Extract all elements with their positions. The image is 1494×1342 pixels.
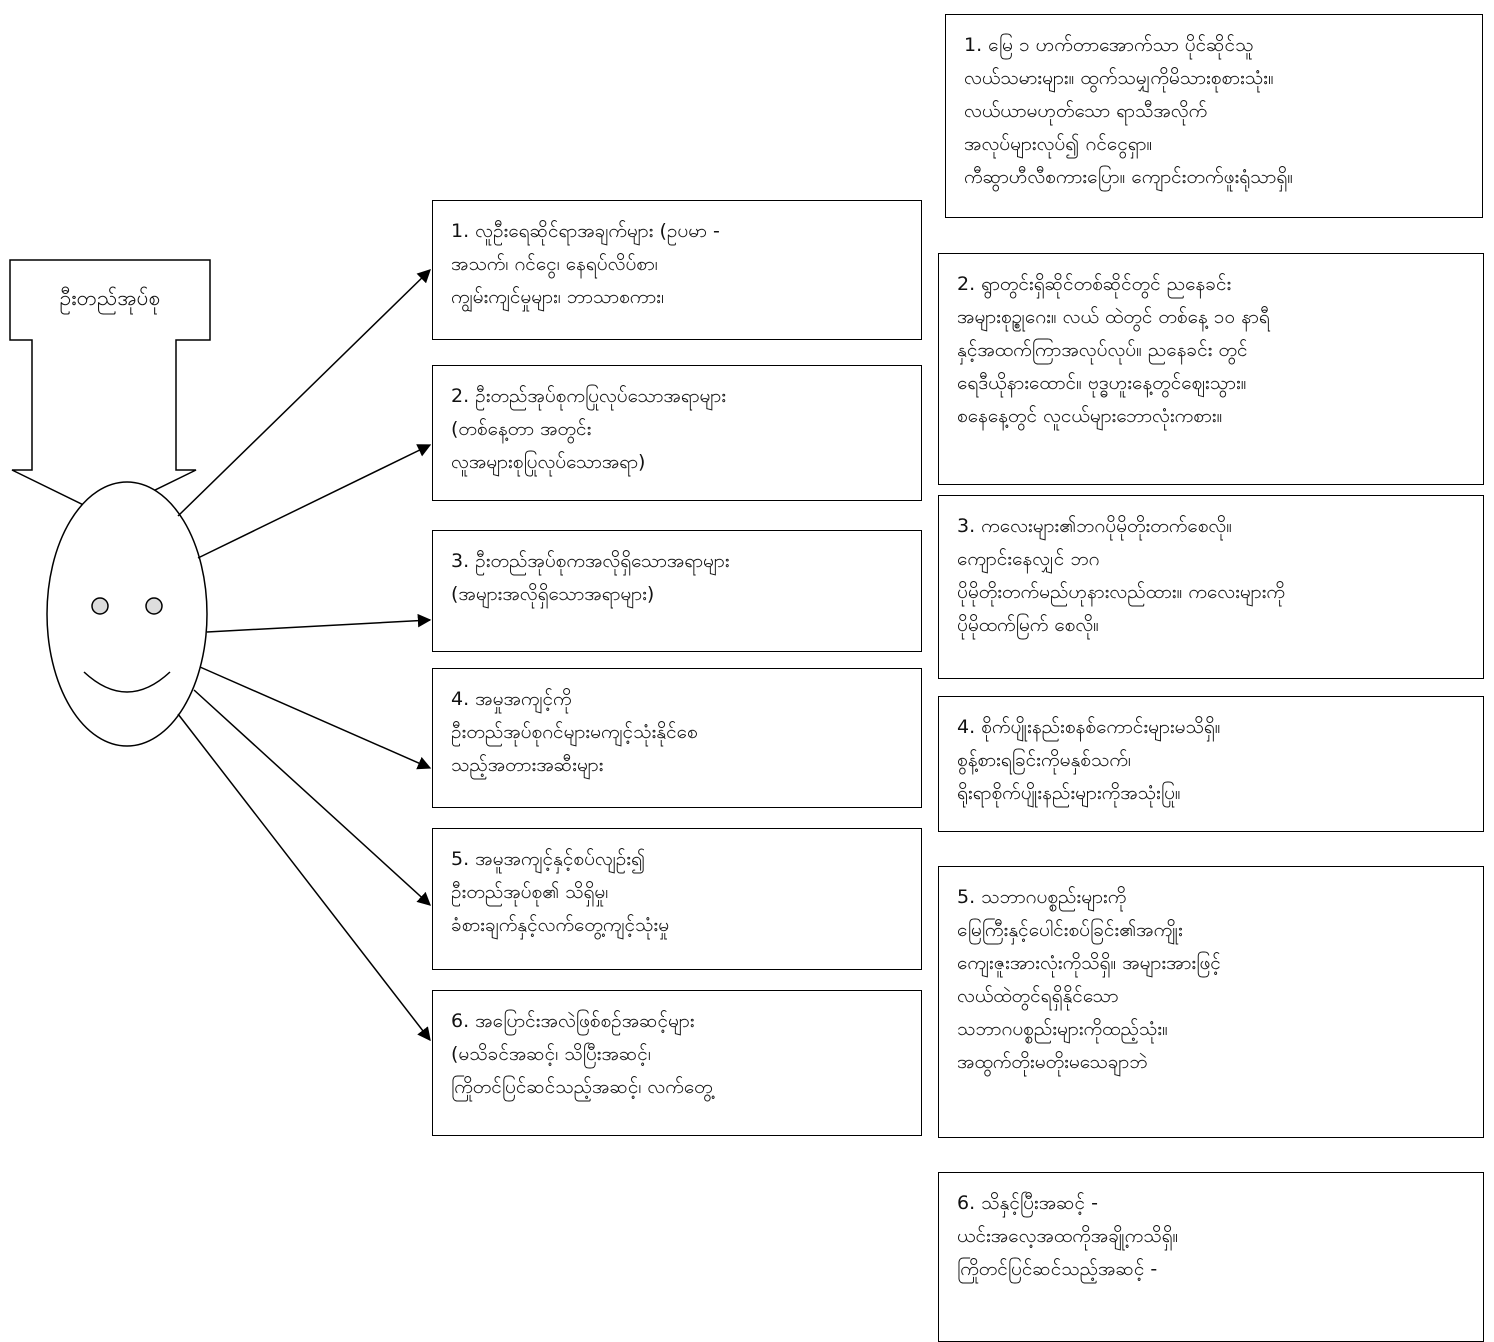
categories-box-3-line: 3. ဦးတည်အုပ်စုကအလိုရှိသောအရာများ	[451, 550, 730, 572]
examples-box-3-line: 3. ကလေးများ၏ဘဂပိုမိုတိုးတက်စေလို။	[957, 515, 1232, 537]
examples-box-1-line: လယ်သမားများ။ ထွက်သမျှကိုမိသားစုစားသုံး။	[964, 67, 1274, 89]
examples-box-1-line: အလုပ်များလုပ်၍ ဂင်ငွေရှာ။	[964, 133, 1153, 155]
categories-box-1: 1. လူဦးရေဆိုင်ရာအချက်များ (ဥပမာ - အသက်၊ ဂ…	[432, 200, 922, 340]
target-group-label: ဦးတည်အုပ်စု	[59, 285, 161, 310]
examples-box-2-line: နှင့်အထက်ကြာအလုပ်လုပ်။ ညနေခင်း တွင်	[957, 339, 1248, 361]
categories-box-6: 6. အပြောင်းအလဲဖြစ်စဉ်အဆင့်များ (မသိခင်အဆင…	[432, 990, 922, 1136]
examples-box-5-line: 5. သဘာဂပစ္စည်းများကို	[957, 886, 1127, 908]
arrow-to-category-6	[177, 713, 431, 1042]
categories-box-2-line: 2. ဦးတည်အုပ်စုကပြုလုပ်သောအရာများ	[451, 385, 727, 407]
categories-box-5-line: ဦးတည်အုပ်စု၏ သိရှိမှု၊	[451, 881, 609, 903]
categories-box-1-line: အသက်၊ ဂင်ငွေ၊ နေရပ်လိပ်စာ၊	[451, 253, 658, 275]
categories-box-4-line: 4. အမှုအကျင့်ကို	[451, 688, 572, 710]
categories-box-5-line: 5. အမူအကျင့်နှင့်စပ်လျဉ်း၍	[451, 848, 646, 870]
categories-box-5: 5. အမူအကျင့်နှင့်စပ်လျဉ်း၍ဦးတည်အုပ်စု၏ သ…	[432, 828, 922, 970]
examples-box-4-line: ရိုးရာစိုက်ပျိုးနည်းများကိုအသုံးပြု။	[957, 782, 1181, 804]
examples-box-1-line: ကီဆွာဟီလီစကားပြော။ ကျောင်းတက်ဖူးရုံသာရှိ…	[964, 166, 1294, 188]
arrow-to-category-1	[177, 269, 431, 517]
categories-box-1-line: ကျွမ်းကျင်မှုများ၊ ဘာသာစကား၊	[451, 286, 665, 308]
examples-box-4-line: 4. စိုက်ပျိုးနည်းစနစ်ကောင်းများမသိရှိ။	[957, 716, 1221, 738]
arrow-to-category-5	[193, 689, 431, 906]
examples-box-4: 4. စိုက်ပျိုးနည်းစနစ်ကောင်းများမသိရှိ။စွ…	[938, 696, 1484, 832]
examples-box-5: 5. သဘာဂပစ္စည်းများကိုမြေကြီးနှင့်ပေါင်းစ…	[938, 866, 1484, 1138]
examples-box-6-line: 6. သိနှင့်ပြီးအဆင့် -	[957, 1192, 1098, 1214]
categories-box-4-line: သည့်အတားအဆီးများ	[451, 754, 604, 776]
examples-box-4-line: စွန့်စားရခြင်းကိုမနှစ်သက်၊	[957, 749, 1131, 771]
categories-box-2-line: လူအများစုပြုလုပ်သောအရာ)	[451, 451, 646, 473]
categories-box-6-line: 6. အပြောင်းအလဲဖြစ်စဉ်အဆင့်များ	[451, 1010, 695, 1032]
examples-box-3-line: ကျောင်းနေလျှင် ဘဂ	[957, 548, 1100, 570]
categories-box-1-line: 1. လူဦးရေဆိုင်ရာအချက်များ (ဥပမာ -	[451, 220, 720, 242]
examples-box-5-line: ကျေးဇူးအားလုံးကိုသိရှိ။ အများအားဖြင့်	[957, 952, 1221, 974]
categories-box-4-line: ဦးတည်အုပ်စုဂင်များမကျင့်သုံးနိုင်စေ	[451, 721, 698, 743]
examples-box-3: 3. ကလေးများ၏ဘဂပိုမိုတိုးတက်စေလို။ကျောင်း…	[938, 495, 1484, 679]
categories-box-4: 4. အမှုအကျင့်ကိုဦးတည်အုပ်စုဂင်များမကျင့်…	[432, 668, 922, 808]
examples-box-6: 6. သိနှင့်ပြီးအဆင့် - ယင်းအလေ့အထကိုအချို့…	[938, 1172, 1484, 1342]
smiley-face-icon	[46, 481, 208, 747]
categories-box-5-line: ခံစားချက်နှင့်လက်တွေ့ကျင့်သုံးမှု	[451, 914, 670, 936]
examples-box-6-line: ယင်းအလေ့အထကိုအချို့ကသိရှိ။	[957, 1225, 1179, 1247]
categories-box-2: 2. ဦးတည်အုပ်စုကပြုလုပ်သောအရာများ (တစ်နေ့တ…	[432, 365, 922, 501]
examples-box-5-line: သဘာဂပစ္စည်းများကိုထည့်သုံး။	[957, 1018, 1168, 1040]
examples-box-1: 1. မြေ ၁ ဟက်တာအောက်သာ ပိုင်ဆိုင်သူလယ်သမာ…	[945, 14, 1483, 218]
examples-box-3-line: ပိုမိုတိုးတက်မည်ဟုနားလည်ထား။ ကလေးများကို	[957, 581, 1286, 603]
examples-box-2-line: 2. ရွာတွင်းရှိဆိုင်တစ်ဆိုင်တွင် ညနေခင်း	[957, 273, 1232, 295]
categories-box-3-line: (အများအလိုရှိသောအရာများ)	[451, 583, 655, 605]
examples-box-2: 2. ရွာတွင်းရှိဆိုင်တစ်ဆိုင်တွင် ညနေခင်းအ…	[938, 253, 1484, 485]
examples-box-1-line: 1. မြေ ၁ ဟက်တာအောက်သာ ပိုင်ဆိုင်သူ	[964, 34, 1254, 56]
categories-box-2-line: (တစ်နေ့တာ အတွင်း	[451, 418, 592, 440]
arrow-to-category-2	[197, 444, 432, 559]
examples-box-5-line: မြေကြီးနှင့်ပေါင်းစပ်ခြင်း၏အကျိုး	[957, 919, 1183, 941]
arrow-to-category-3	[206, 613, 432, 633]
examples-box-5-line: လယ်ထဲတွင်ရရှိနိုင်သော	[957, 985, 1119, 1007]
examples-box-5-line: အထွက်တိုးမတိုးမသေချာဘဲ	[957, 1051, 1148, 1073]
examples-box-2-line: အများစုဥ္စုဂေး။ လယ် ထဲတွင် တစ်နေ့ ၁၀ နာရ…	[957, 306, 1270, 328]
examples-box-2-line: စနေနေ့တွင် လူငယ်များဘောလုံးကစား။	[957, 405, 1223, 427]
arrow-to-category-4	[199, 666, 432, 770]
categories-box-6-line: ကြိုတင်ပြင်ဆင်သည့်အဆင့်၊ လက်တွေ့	[451, 1076, 713, 1098]
categories-box-3: 3. ဦးတည်အုပ်စုကအလိုရှိသောအရာများ (အများအလ…	[432, 530, 922, 652]
examples-box-2-line: ရေဒီယိုနားထောင်။ ဗုဒ္ဓဟူးနေ့တွင်ဈေးသွား။	[957, 372, 1247, 394]
categories-box-6-line: (မသိခင်အဆင့်၊ သိပြီးအဆင့်၊	[451, 1043, 651, 1065]
examples-box-1-line: လယ်ယာမဟုတ်သော ရာသီအလိုက်	[964, 100, 1208, 122]
examples-box-3-line: ပိုမိုထက်မြက် စေလို။	[957, 614, 1099, 636]
examples-box-6-line: ကြိုတင်ပြင်ဆင်သည့်အဆင့် -	[957, 1258, 1158, 1280]
